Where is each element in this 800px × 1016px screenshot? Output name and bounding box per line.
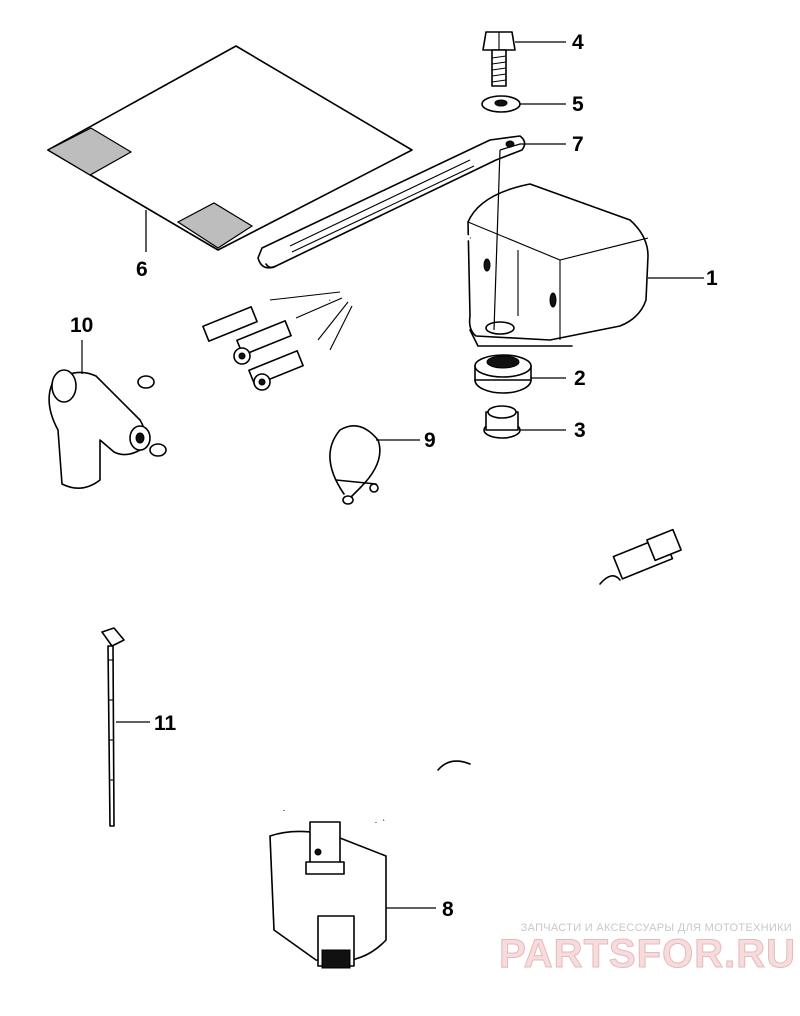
watermark-tagline: ЗАПЧАСТИ И АКСЕССУАРЫ ДЛЯ МОТОТЕХНИКИ bbox=[520, 922, 792, 934]
callout-number-9: 9 bbox=[424, 429, 436, 452]
part-8-ignition-coil bbox=[137, 375, 387, 969]
part-6-insulator-sheet bbox=[46, 45, 413, 252]
part-1-cdi-unit bbox=[467, 183, 649, 347]
callout-number-2: 2 bbox=[574, 367, 586, 390]
callout-number-7: 7 bbox=[572, 133, 584, 156]
callout-number-8: 8 bbox=[442, 898, 454, 921]
coil-primary-lead bbox=[382, 528, 682, 824]
callout-number-11: 11 bbox=[154, 712, 177, 735]
callout-number-4: 4 bbox=[572, 31, 584, 54]
watermark-brand: PARTSFOR.RU bbox=[499, 932, 796, 977]
part-7-ground-strap bbox=[257, 135, 526, 269]
callout-number-10: 10 bbox=[70, 314, 93, 337]
part-4-bolt bbox=[482, 31, 516, 87]
part-11-cable-tie bbox=[101, 627, 125, 827]
callout-lines bbox=[81, 41, 704, 909]
part-3-collar bbox=[483, 405, 521, 439]
callout-number-6: 6 bbox=[136, 258, 148, 281]
callout-number-5: 5 bbox=[572, 93, 584, 116]
part-10-plug-cap bbox=[48, 369, 151, 489]
callout-number-1: 1 bbox=[706, 267, 718, 290]
part-9-clamp bbox=[329, 424, 381, 505]
callout-number-3: 3 bbox=[574, 419, 586, 442]
part-2-grommet bbox=[474, 354, 532, 394]
part-5-washer bbox=[481, 95, 521, 113]
cdi-harness bbox=[202, 233, 471, 391]
